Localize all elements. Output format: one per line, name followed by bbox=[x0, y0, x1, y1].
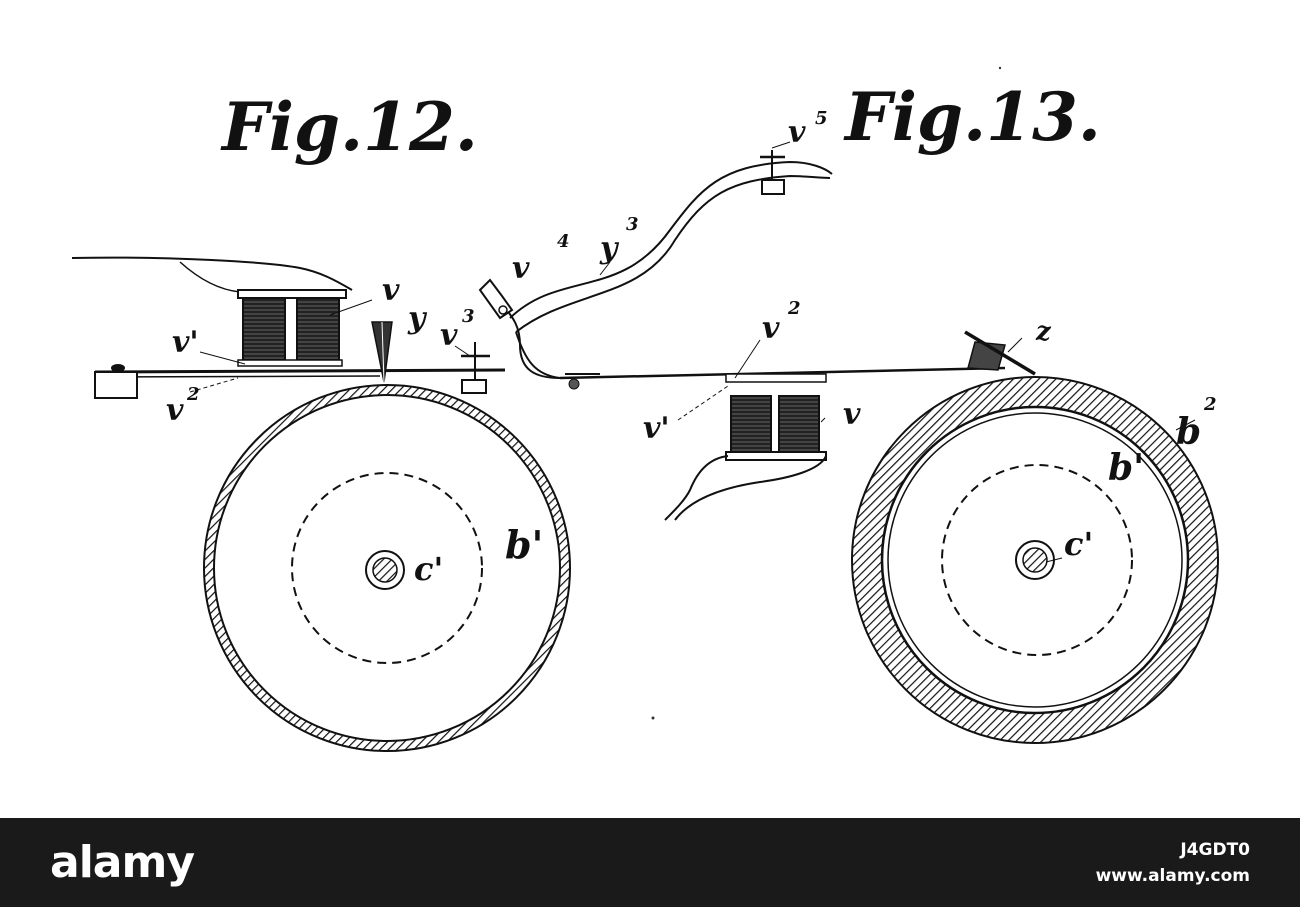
label-c1-fig12: c' bbox=[414, 550, 443, 588]
coil-right-fig13 bbox=[779, 396, 819, 452]
label-b1-fig12: b' bbox=[505, 522, 543, 567]
watermark-meta: J4GDT0 www.alamy.com bbox=[1096, 840, 1250, 886]
label-v2-fig13: v bbox=[762, 311, 780, 346]
label-v-fig12: v bbox=[382, 273, 400, 308]
label-v3-fig12: v bbox=[440, 318, 458, 353]
label-v2-sup-fig12: 2 bbox=[186, 384, 200, 405]
wire-fig13 bbox=[665, 456, 728, 520]
pivot-v4-fig13 bbox=[480, 280, 512, 318]
label-v3-sup-fig12: 3 bbox=[462, 306, 475, 327]
label-v-fig13: v bbox=[843, 397, 861, 432]
armature-plate-fig13 bbox=[726, 374, 826, 382]
label-v2-fig12: v bbox=[166, 393, 184, 428]
label-b2-sup-fig13: 2 bbox=[1203, 394, 1217, 415]
label-v1-fig12: v' bbox=[172, 325, 199, 360]
label-v5-fig13: v bbox=[788, 115, 806, 150]
coil-left-fig13 bbox=[731, 396, 771, 452]
wire-fig12 bbox=[72, 258, 352, 290]
coil-right-fig12 bbox=[297, 298, 339, 360]
fig13-diagram bbox=[480, 142, 1218, 743]
label-v5-sup-fig13: 5 bbox=[815, 108, 828, 129]
source-url: www.alamy.com bbox=[1096, 866, 1250, 886]
magnet-yoke-fig12 bbox=[238, 290, 346, 298]
label-v1-fig13: v' bbox=[643, 411, 670, 446]
image-id: J4GDT0 bbox=[1096, 840, 1250, 860]
fig12-title: Fig.12. bbox=[220, 88, 478, 166]
patent-drawing: Fig.12. Fig.13. v bbox=[0, 0, 1300, 818]
fig12-diagram bbox=[72, 258, 570, 751]
label-y3-sup-fig13: 3 bbox=[626, 214, 639, 235]
label-y3-fig13: y bbox=[599, 231, 620, 266]
label-v2-sup-fig13: 2 bbox=[787, 298, 801, 319]
pivot-block-fig12 bbox=[95, 372, 137, 398]
label-y-fig12: y bbox=[407, 301, 428, 336]
label-v4-fig13: v bbox=[512, 251, 530, 286]
label-b2-fig13: b bbox=[1176, 411, 1201, 453]
watermark-bar: alamy J4GDT0 www.alamy.com bbox=[0, 818, 1300, 907]
label-v4-sup-fig13: 4 bbox=[557, 231, 570, 252]
alamy-logo: alamy bbox=[50, 837, 194, 888]
label-z-fig13: z bbox=[1035, 317, 1052, 347]
magnet-yoke-fig13 bbox=[726, 452, 826, 460]
fig13-title: Fig.13. bbox=[843, 78, 1101, 156]
armature-lever-fig12 bbox=[95, 370, 505, 372]
coil-left-fig12 bbox=[243, 298, 285, 360]
label-c1-fig13: c' bbox=[1064, 525, 1093, 563]
label-b1-fig13: b' bbox=[1108, 447, 1144, 489]
